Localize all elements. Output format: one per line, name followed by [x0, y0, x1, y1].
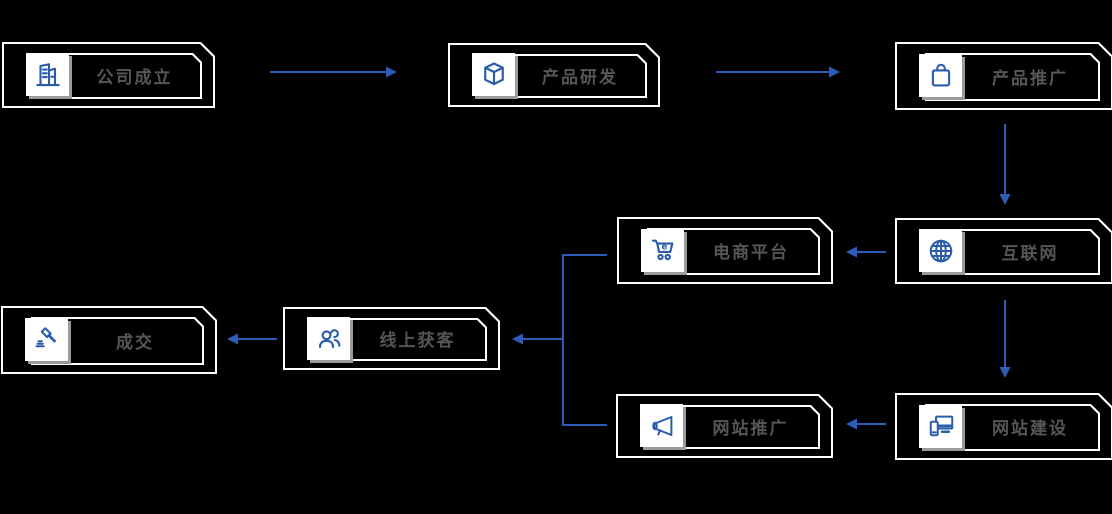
- node-label: 产品推广: [992, 68, 1068, 88]
- cube-icon: [472, 53, 515, 96]
- devices-icon: [919, 404, 962, 448]
- node-online-customer-acquisition: 线上获客: [283, 307, 500, 370]
- node-ecommerce-platform: e 电商平台: [617, 217, 833, 284]
- node-product-promotion: 产品推广: [895, 42, 1112, 110]
- node-website-construction: 网站建设: [895, 393, 1112, 460]
- node-label: 网站建设: [992, 419, 1068, 438]
- node-label: 公司成立: [96, 67, 173, 87]
- node-company-founding: 公司成立: [2, 42, 215, 108]
- connector-internet-to-ecommerce: [846, 246, 886, 258]
- users-icon: [307, 316, 350, 360]
- node-label: 线上获客: [379, 331, 456, 350]
- building-icon: [26, 53, 69, 96]
- megaphone-icon: [640, 404, 683, 447]
- node-deal-closed: 成交: [1, 306, 217, 374]
- globe-icon: [919, 229, 962, 272]
- connector-rd-to-promotion: [716, 66, 840, 78]
- node-internet: 互联网: [895, 218, 1112, 284]
- node-product-rd: 产品研发: [448, 43, 660, 107]
- node-label: 互联网: [1001, 243, 1059, 263]
- svg-text:e: e: [661, 243, 667, 253]
- connector-internet-to-website: [999, 300, 1011, 378]
- node-inner-frame: [31, 317, 204, 365]
- ecommerce-cart-icon: e: [641, 228, 684, 272]
- connector-website-to-webpromo: [846, 418, 886, 430]
- node-label: 电商平台: [713, 243, 789, 262]
- connector-merge-bracket: [512, 254, 607, 426]
- connector-company-to-rd: [270, 66, 397, 78]
- node-website-promotion: 网站推广: [616, 394, 833, 458]
- connector-customers-to-deal: [227, 333, 277, 345]
- connector-promotion-to-internet: [999, 124, 1011, 205]
- shopping-bag-icon: [919, 54, 962, 97]
- node-label: 产品研发: [542, 67, 618, 87]
- gavel-icon: [25, 318, 68, 361]
- node-label: 网站推广: [712, 418, 789, 438]
- node-label: 成交: [116, 332, 154, 352]
